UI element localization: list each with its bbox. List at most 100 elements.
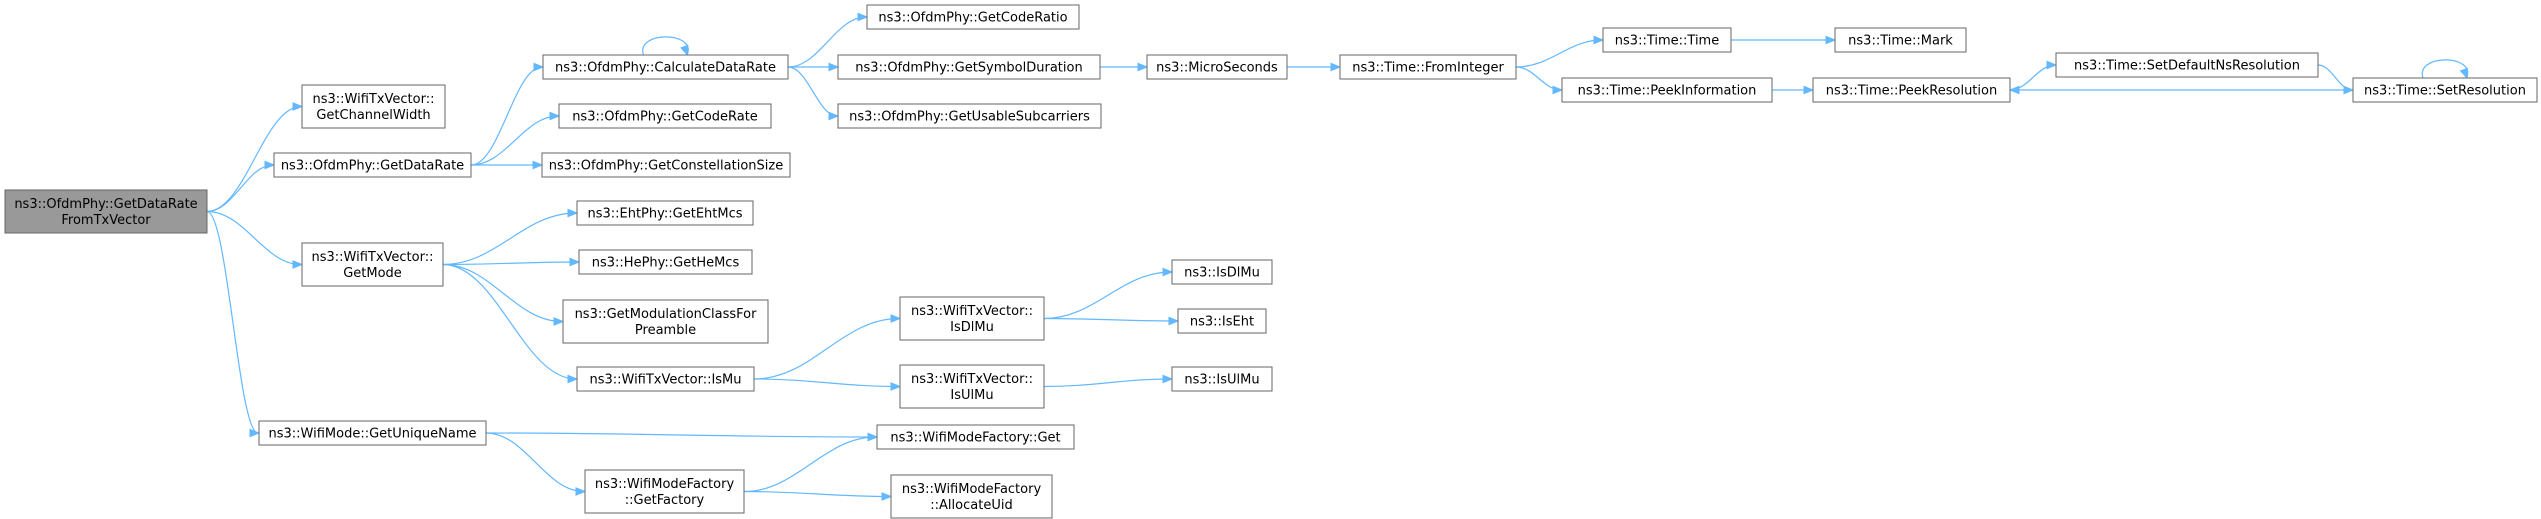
node-box bbox=[866, 4, 1080, 30]
node-calculateDataRate[interactable]: ns3::OfdmPhy::CalculateDataRate bbox=[542, 54, 789, 80]
edge-line bbox=[2421, 59, 2469, 79]
edge-getDataRate-to-calculateDataRate bbox=[470, 62, 545, 166]
edge-line bbox=[753, 378, 900, 388]
node-getCodeRate[interactable]: ns3::OfdmPhy::GetCodeRate bbox=[558, 103, 772, 129]
node-getDataRate[interactable]: ns3::OfdmPhy::GetDataRate bbox=[273, 152, 472, 178]
node-setDefaultNsResolution[interactable]: ns3::Time::SetDefaultNsResolution bbox=[2055, 52, 2319, 78]
node-label: ns3::Time::SetDefaultNsResolution bbox=[2074, 59, 2300, 74]
edge-arrowhead bbox=[2459, 67, 2468, 80]
node-label: ns3::OfdmPhy::GetSymbolDuration bbox=[855, 61, 1082, 76]
edge-getMode-to-isMu bbox=[442, 263, 579, 384]
edge-line bbox=[206, 210, 302, 266]
node-box bbox=[1602, 27, 1732, 53]
node-fromInteger[interactable]: ns3::Time::FromInteger bbox=[1339, 54, 1517, 80]
node-getCodeRatio[interactable]: ns3::OfdmPhy::GetCodeRatio bbox=[866, 4, 1080, 30]
node-getHeMcs[interactable]: ns3::HePhy::GetHeMcs bbox=[578, 249, 753, 275]
edge-arrowhead bbox=[1137, 62, 1149, 72]
node-timeMark[interactable]: ns3::Time::Mark bbox=[1834, 27, 1967, 53]
node-box bbox=[301, 84, 446, 129]
call-graph-nodes: ns3::OfdmPhy::GetDataRateFromTxVectorns3… bbox=[4, 4, 2538, 519]
edge-isDlMuVec-to-isEht bbox=[1043, 316, 1180, 326]
node-label: ::GetFactory bbox=[625, 493, 705, 508]
node-isUlMuVec[interactable]: ns3::WifiTxVector::IsUlMu bbox=[899, 364, 1045, 409]
node-getConstellationSize[interactable]: ns3::OfdmPhy::GetConstellationSize bbox=[541, 152, 791, 178]
node-timeTime[interactable]: ns3::Time::Time bbox=[1602, 27, 1732, 53]
node-box bbox=[2055, 52, 2319, 78]
edge-arrowhead bbox=[881, 492, 893, 501]
node-label: ns3::WifiTxVector:: bbox=[911, 304, 1033, 319]
edge-line bbox=[442, 263, 577, 380]
node-peekInformation[interactable]: ns3::Time::PeekInformation bbox=[1561, 77, 1773, 103]
edge-arrowhead bbox=[569, 257, 581, 267]
edge-timeTime-to-timeMark bbox=[1731, 35, 1837, 45]
node-label: ns3::OfdmPhy::GetDataRate bbox=[14, 197, 197, 212]
edge-line bbox=[442, 263, 563, 323]
edge-root-to-getUniqueName bbox=[206, 210, 261, 438]
node-getUniqueName[interactable]: ns3::WifiMode::GetUniqueName bbox=[258, 420, 487, 446]
node-getSymbolDuration[interactable]: ns3::OfdmPhy::GetSymbolDuration bbox=[837, 54, 1101, 80]
node-label: ns3::OfdmPhy::GetConstellationSize bbox=[549, 159, 783, 174]
node-microSeconds[interactable]: ns3::MicroSeconds bbox=[1146, 54, 1288, 80]
node-box bbox=[584, 469, 745, 514]
node-setResolution[interactable]: ns3::Time::SetResolution bbox=[2352, 77, 2538, 103]
node-label: ns3::Time::FromInteger bbox=[1352, 61, 1504, 76]
node-label: Preamble bbox=[635, 323, 696, 338]
edge-arrowhead bbox=[680, 44, 689, 57]
edge-setResolution-to-peekResolution bbox=[2008, 85, 2353, 95]
node-getChannelWidth[interactable]: ns3::WifiTxVector::GetChannelWidth bbox=[301, 84, 446, 129]
node-box bbox=[578, 249, 753, 275]
node-peekResolution[interactable]: ns3::Time::PeekResolution bbox=[1812, 77, 2011, 103]
edge-fromInteger-to-timeTime bbox=[1515, 35, 1605, 68]
edge-peekInformation-to-peekResolution bbox=[1772, 85, 1815, 95]
edge-arrowhead bbox=[867, 432, 879, 442]
edge-line bbox=[485, 432, 877, 438]
node-label: ns3::WifiModeFactory bbox=[595, 477, 735, 492]
node-isEht[interactable]: ns3::IsEht bbox=[1177, 308, 1267, 334]
edge-line bbox=[442, 261, 579, 266]
node-getUsableSubcarriers[interactable]: ns3::OfdmPhy::GetUsableSubcarriers bbox=[837, 103, 1102, 129]
edge-line bbox=[2009, 64, 2056, 91]
node-box bbox=[1561, 77, 1773, 103]
edge-arrowhead bbox=[567, 374, 579, 384]
edge-calculateDataRate-to-getUsableSubcarriers bbox=[787, 66, 840, 121]
node-label: ns3::WifiModeFactory::Get bbox=[890, 431, 1060, 446]
edge-getMode-to-getHeMcs bbox=[442, 257, 581, 267]
edge-line bbox=[485, 432, 585, 493]
node-allocateUid[interactable]: ns3::WifiModeFactory::AllocateUid bbox=[890, 474, 1053, 519]
node-box bbox=[837, 54, 1101, 80]
node-isMu[interactable]: ns3::WifiTxVector::IsMu bbox=[576, 366, 755, 392]
node-label: ns3::WifiModeFactory bbox=[902, 482, 1042, 497]
node-isDlMu[interactable]: ns3::IsDlMu bbox=[1171, 259, 1273, 285]
edge-arrowhead bbox=[828, 62, 840, 72]
node-label: ::AllocateUid bbox=[930, 498, 1012, 513]
node-box bbox=[890, 474, 1053, 519]
node-label: ns3::IsDlMu bbox=[1184, 266, 1260, 281]
node-box bbox=[1177, 308, 1267, 334]
edge-arrowhead bbox=[1168, 316, 1180, 326]
node-label: ns3::IsEht bbox=[1190, 315, 1254, 330]
node-label: ns3::Time::Time bbox=[1615, 34, 1719, 49]
node-box bbox=[1171, 259, 1273, 285]
node-label: ns3::HePhy::GetHeMcs bbox=[592, 256, 740, 271]
node-label: IsUlMu bbox=[950, 388, 993, 403]
node-getEhtMcs[interactable]: ns3::EhtPhy::GetEhtMcs bbox=[576, 200, 754, 226]
edge-arrowhead bbox=[533, 62, 545, 72]
node-label: ns3::MicroSeconds bbox=[1156, 61, 1278, 76]
edge-getMode-to-getModClass bbox=[442, 263, 565, 326]
edge-line bbox=[1043, 378, 1172, 388]
edge-line bbox=[206, 210, 259, 434]
node-box bbox=[876, 424, 1075, 450]
node-label: ns3::OfdmPhy::GetCodeRate bbox=[572, 110, 758, 125]
edge-line bbox=[206, 164, 274, 213]
node-factoryGet[interactable]: ns3::WifiModeFactory::Get bbox=[876, 424, 1075, 450]
edge-peekResolution-to-setDefaultNsResolution bbox=[2009, 60, 2058, 91]
node-isDlMuVec[interactable]: ns3::WifiTxVector::IsDlMu bbox=[899, 296, 1045, 341]
node-getMode[interactable]: ns3::WifiTxVector::GetMode bbox=[301, 242, 444, 287]
edge-arrowhead bbox=[2046, 60, 2058, 70]
node-label: FromTxVector bbox=[61, 213, 151, 228]
edge-line bbox=[470, 66, 543, 166]
node-isUlMu[interactable]: ns3::IsUlMu bbox=[1171, 366, 1273, 392]
node-getFactory[interactable]: ns3::WifiModeFactory::GetFactory bbox=[584, 469, 745, 514]
